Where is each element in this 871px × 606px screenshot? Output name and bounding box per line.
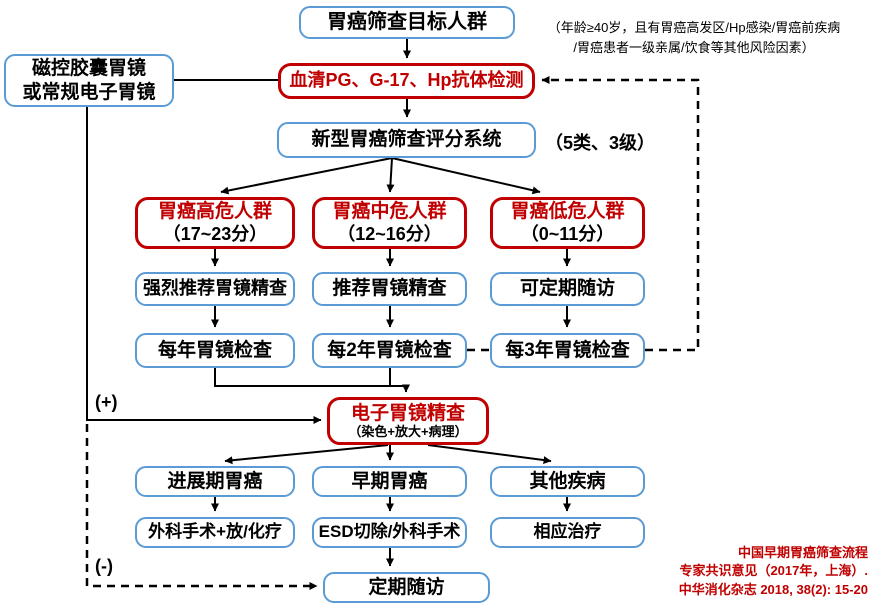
node-early-cancer: 早期胃癌 <box>312 466 467 497</box>
arrow-score-to-high <box>220 157 393 195</box>
node-triennial-endoscopy-label: 每3年胃镜检查 <box>505 339 630 361</box>
node-early-cancer-label: 早期胃癌 <box>351 470 428 492</box>
node-biennial-endoscopy: 每2年胃镜检查 <box>312 333 467 368</box>
label-negative: (-) <box>95 556 113 576</box>
node-serum-test-label: 血清PG、G-17、Hp抗体检测 <box>289 70 524 91</box>
citation-block: 中国早期胃癌筛查流程 专家共识意见（2017年，上海）. 中华消化杂志 2018… <box>540 544 868 599</box>
node-high-risk: 胃癌高危人群 （17~23分） <box>135 197 295 249</box>
node-regular-followup-ok: 可定期随访 <box>490 272 645 306</box>
line-yearly-merge <box>214 368 406 387</box>
node-triennial-endoscopy: 每3年胃镜检查 <box>490 333 645 368</box>
node-surgery-chemo: 外科手术+放/化疗 <box>135 517 295 548</box>
node-advanced-cancer-label: 进展期胃癌 <box>167 470 263 492</box>
node-target-population-label: 胃癌筛查目标人群 <box>327 11 487 34</box>
node-esd-surgery: ESD切除/外科手术 <box>312 517 467 548</box>
node-mid-risk: 胃癌中危人群 （12~16分） <box>312 197 467 249</box>
node-recommend-label: 推荐胃镜精查 <box>332 278 447 300</box>
arrow-endoscopy-to-advanced <box>224 444 389 465</box>
note-target-criteria-line1: （年龄≥40岁，且有胃癌高发区/Hp感染/胃癌前疾病 <box>547 20 841 35</box>
node-strong-recommend-label: 强烈推荐胃镜精查 <box>143 278 287 299</box>
node-periodic-followup-label: 定期随访 <box>368 576 445 598</box>
node-yearly-endoscopy-label: 每年胃镜检查 <box>157 339 272 361</box>
node-low-risk-title: 胃癌低危人群 <box>510 201 625 223</box>
node-scoring-system: 新型胃癌筛查评分系统 <box>277 122 536 158</box>
label-positive: (+) <box>95 392 118 412</box>
node-periodic-followup: 定期随访 <box>323 572 490 603</box>
node-other-disease-label: 其他疾病 <box>529 470 606 492</box>
node-detailed-endoscopy-subtitle: （染色+放大+病理） <box>348 424 468 440</box>
node-scoring-system-label: 新型胃癌筛查评分系统 <box>311 129 502 151</box>
node-esd-surgery-label: ESD切除/外科手术 <box>318 522 461 542</box>
node-low-risk-range: （0~11分） <box>520 223 615 244</box>
node-surgery-chemo-label: 外科手术+放/化疗 <box>148 522 282 542</box>
node-mid-risk-title: 胃癌中危人群 <box>332 201 447 223</box>
node-regular-followup-ok-label: 可定期随访 <box>519 278 615 300</box>
note-target-criteria: （年龄≥40岁，且有胃癌高发区/Hp感染/胃癌前疾病 /胃癌患者一级亲属/饮食等… <box>518 18 870 57</box>
arrow-score-to-low <box>391 157 541 195</box>
dashed-negative-to-followup <box>85 424 318 590</box>
citation-line-1: 中国早期胃癌筛查流程 <box>737 545 868 560</box>
node-serum-test: 血清PG、G-17、Hp抗体检测 <box>278 63 535 99</box>
node-strong-recommend-endoscopy: 强烈推荐胃镜精查 <box>135 272 295 306</box>
node-recommend-endoscopy: 推荐胃镜精查 <box>312 272 467 306</box>
node-biennial-endoscopy-label: 每2年胃镜检查 <box>327 339 452 361</box>
arrow-score-to-mid <box>386 157 395 193</box>
citation-line-3: 中华消化杂志 2018, 38(2): 15-20 <box>678 581 868 597</box>
node-advanced-cancer: 进展期胃癌 <box>135 466 295 497</box>
arrow-endoscopy-to-other <box>427 444 552 464</box>
node-detailed-endoscopy: 电子胃镜精查 （染色+放大+病理） <box>327 397 489 445</box>
node-other-disease: 其他疾病 <box>490 466 645 497</box>
node-capsule-gastroscopy: 磁控胶囊胃镜 或常规电子胃镜 <box>4 54 174 107</box>
node-high-risk-title: 胃癌高危人群 <box>157 201 272 223</box>
note-score-categories: （5类、3级） <box>545 133 656 153</box>
node-yearly-endoscopy: 每年胃镜检查 <box>135 333 295 368</box>
node-capsule-line1: 磁控胶囊胃镜 <box>31 58 146 80</box>
citation-line-2: 专家共识意见（2017年，上海）. <box>679 563 868 579</box>
node-high-risk-range: （17~23分） <box>162 223 268 244</box>
note-target-criteria-line2: /胃癌患者一级亲属/饮食等其他风险因素） <box>573 39 815 55</box>
node-corresponding-treatment: 相应治疗 <box>490 517 645 548</box>
node-target-population: 胃癌筛查目标人群 <box>299 6 515 39</box>
node-low-risk: 胃癌低危人群 （0~11分） <box>490 197 645 249</box>
node-detailed-endoscopy-title: 电子胃镜精查 <box>350 403 465 425</box>
node-mid-risk-range: （12~16分） <box>337 223 442 244</box>
node-corresponding-treatment-label: 相应治疗 <box>533 522 602 542</box>
node-capsule-line2: 或常规电子胃镜 <box>22 81 156 103</box>
